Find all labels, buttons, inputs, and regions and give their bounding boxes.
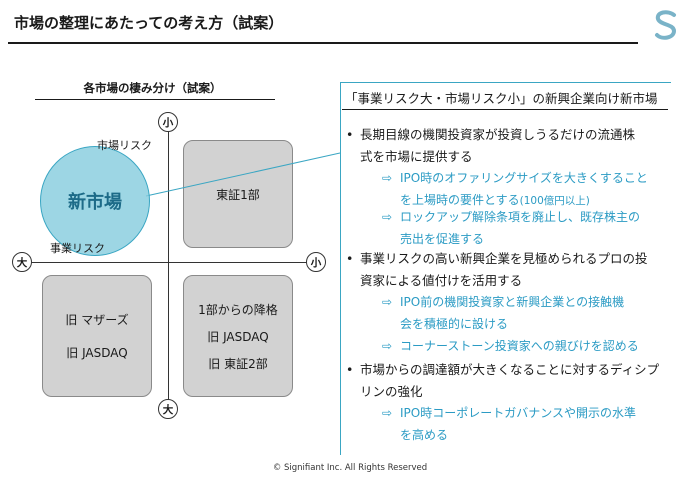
signifiant-logo-icon [655, 10, 677, 40]
bullet-text: 資家による値付けを活用する [360, 273, 523, 288]
business-risk-axis-label: 事業リスク [50, 242, 105, 255]
bullet-text: 事業リスクの高い新興企業を見極められるプロの投 [360, 251, 648, 266]
sub-bullet-text: ロックアップ解除条項を廃止し、既存株主の [400, 210, 641, 224]
bullet-dot: • [346, 251, 354, 266]
bullet-text: 長期目線の機関投資家が投資しうるだけの流通株 [360, 127, 636, 142]
axis-end-bottom: 大 [158, 399, 178, 419]
quadrant-label: 旧 JASDAQ [207, 329, 269, 344]
bullet-dot: • [346, 362, 354, 377]
bullet-item: • 長期目線の機関投資家が投資しうるだけの流通株 式を市場に提供する [346, 124, 676, 168]
axis-end-left: 大 [12, 252, 32, 272]
bullet-text: 市場からの調達額が大きくなることに対するディシプ [360, 362, 660, 377]
sub-bullet-text: IPO前の機関投資家と新興企業との接触機 [400, 295, 625, 309]
vertical-axis [168, 121, 169, 411]
sub-bullet-text: を高める [400, 428, 449, 442]
axis-end-top: 小 [158, 112, 178, 132]
sub-bullet-item: ⇨ IPO時コーポレートガバナンスや開示の水準 を高める [382, 402, 676, 446]
quadrant-label: 旧 マザーズ [65, 313, 129, 327]
bullet-text: 式を市場に提供する [360, 149, 473, 164]
quadrant-top-right: 東証1部 [183, 140, 293, 248]
right-panel-heading-divider [342, 109, 668, 110]
market-risk-axis-label: 市場リスク [97, 139, 152, 152]
sub-bullet-text: IPO時コーポレートガバナンスや開示の水準 [400, 406, 636, 420]
sub-bullet-note: (100億円以上) [519, 195, 590, 207]
sub-bullet-text: IPO時のオファリングサイズを大きくすること [400, 171, 648, 185]
quadrant-heading: 各市場の棲み分け（試案） [83, 81, 222, 95]
quadrant-bottom-right: 1部からの降格 旧 JASDAQ 旧 東証2部 [183, 275, 293, 397]
quadrant-label: 旧 JASDAQ [66, 346, 128, 360]
quadrant-label: 1部からの降格 [198, 302, 278, 317]
sub-bullet-item: ⇨ IPO時のオファリングサイズを大きくすること を上場時の要件とする(100億… [382, 167, 676, 212]
bullet-item: • 事業リスクの高い新興企業を見極められるプロの投 資家による値付けを活用する [346, 248, 676, 292]
bullet-dot: • [346, 127, 354, 142]
sub-bullet-item: ⇨ コーナーストーン投資家への親びけを認める [382, 335, 676, 357]
arrow-icon: ⇨ [382, 171, 393, 185]
slide-title: 市場の整理にあたっての考え方（試案） [14, 14, 284, 32]
quadrant-label: 旧 東証2部 [208, 356, 268, 371]
quadrant-heading-divider [35, 99, 275, 100]
copyright-footer: © Signifiant Inc. All Rights Reserved [272, 463, 428, 473]
sub-bullet-item: ⇨ ロックアップ解除条項を廃止し、既存株主の 売出を促進する [382, 206, 676, 250]
right-panel-heading: 「事業リスク大・市場リスク小」の新興企業向け新市場 [345, 91, 658, 106]
quadrant-bottom-left: 旧 マザーズ 旧 JASDAQ [42, 275, 152, 397]
sub-bullet-text: コーナーストーン投資家への親びけを認める [400, 339, 639, 353]
sub-bullet-text: 会を積極的に設ける [400, 317, 509, 331]
right-panel-frame [340, 82, 671, 455]
sub-bullet-text: を上場時の要件とする [400, 193, 520, 207]
arrow-icon: ⇨ [382, 295, 393, 309]
new-market-bubble: 新市場 [40, 146, 150, 256]
quadrant-label: 東証1部 [216, 187, 260, 202]
axis-end-right: 小 [306, 252, 326, 272]
title-divider [8, 42, 638, 44]
new-market-label: 新市場 [68, 192, 122, 213]
bullet-item: • 市場からの調達額が大きくなることに対するディシプ リンの強化 [346, 359, 676, 403]
arrow-icon: ⇨ [382, 406, 393, 420]
arrow-icon: ⇨ [382, 339, 393, 353]
arrow-icon: ⇨ [382, 210, 393, 224]
horizontal-axis [22, 262, 316, 263]
bullet-text: リンの強化 [360, 384, 423, 399]
sub-bullet-item: ⇨ IPO前の機関投資家と新興企業との接触機 会を積極的に設ける [382, 291, 676, 335]
sub-bullet-text: 売出を促進する [400, 232, 485, 246]
